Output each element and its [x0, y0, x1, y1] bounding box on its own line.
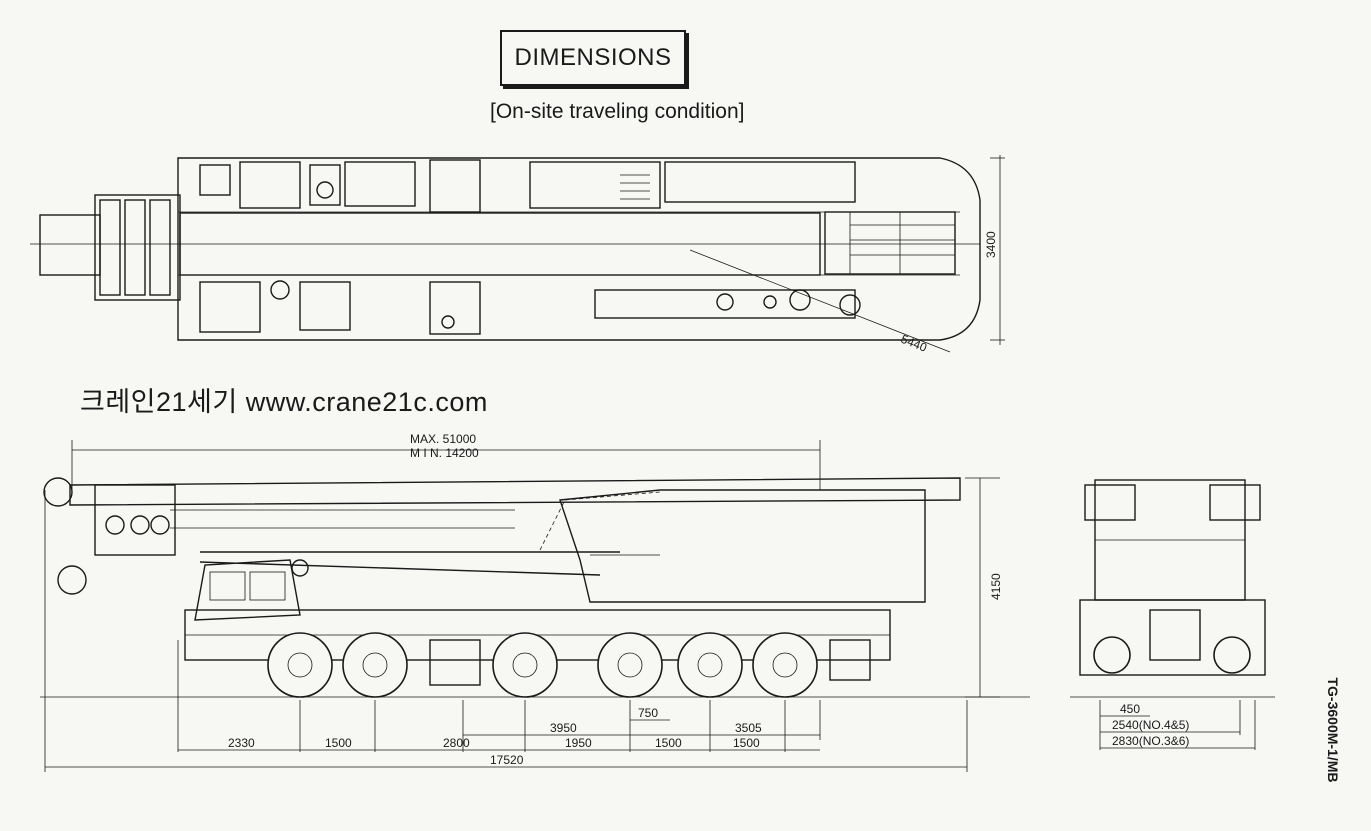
- subtitle: [On-site traveling condition]: [490, 100, 745, 123]
- height-dim: 4150: [989, 573, 1003, 600]
- axle-dim-1: 2330: [228, 736, 255, 750]
- front-dim-2540: 2540(NO.4&5): [1112, 718, 1189, 732]
- top-view: 3400 5440: [30, 155, 1005, 355]
- axle-dim-5: 1500: [655, 736, 682, 750]
- side-view: MAX. 51000 M I N. 14200: [40, 432, 1030, 772]
- total-length-dim: 17520: [490, 753, 524, 767]
- boom-min-dim: M I N. 14200: [410, 446, 479, 460]
- mid-dim-3: 3505: [735, 721, 762, 735]
- page-title: DIMENSIONS: [514, 44, 672, 71]
- front-view: 450 2540(NO.4&5) 2830(NO.3&6): [1070, 479, 1275, 750]
- boom-max-dim: MAX. 51000: [410, 432, 476, 446]
- axle-dim-3: 2800: [443, 736, 470, 750]
- title-box: DIMENSIONS: [500, 30, 686, 86]
- mid-dim-2: 750: [638, 706, 658, 720]
- front-dim-2830: 2830(NO.3&6): [1112, 734, 1189, 748]
- axle-dim-6: 1500: [733, 736, 760, 750]
- front-dim-450: 450: [1120, 702, 1140, 716]
- watermark-text: 크레인21세기 www.crane21c.com: [80, 387, 488, 417]
- axle-dim-4: 1950: [565, 736, 592, 750]
- axle-dim-2: 1500: [325, 736, 352, 750]
- mid-dim-1: 3950: [550, 721, 577, 735]
- top-width-dim: 3400: [984, 231, 998, 258]
- top-diag-dim: 5440: [899, 332, 929, 355]
